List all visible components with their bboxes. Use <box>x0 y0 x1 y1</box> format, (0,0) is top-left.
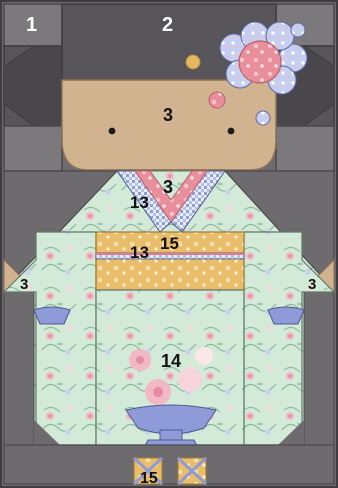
label-feet-15: 15 <box>140 470 158 487</box>
label-sleeve-left-3: 3 <box>20 276 28 293</box>
face-piece <box>62 80 276 170</box>
label-neck-3: 3 <box>163 177 173 197</box>
label-body-14: 14 <box>161 351 181 371</box>
label-obi-15: 15 <box>160 234 179 253</box>
right-sleeve-vase <box>268 307 304 324</box>
right-side-strip <box>276 126 334 171</box>
left-side-strip <box>4 126 62 171</box>
label-collar-13-lower: 13 <box>130 243 149 262</box>
label-sleeve-right-3: 3 <box>308 276 316 293</box>
label-collar-13-upper: 13 <box>130 193 149 212</box>
right-lower-grey-panel <box>304 292 334 445</box>
right-eye <box>228 128 235 135</box>
left-lower-grey-panel <box>4 292 34 445</box>
bottom-strip <box>4 445 334 484</box>
label-piece-1: 1 <box>26 14 37 36</box>
left-sleeve-vase <box>34 307 70 324</box>
left-eye <box>109 128 116 135</box>
obi-pink-stripe <box>96 253 244 255</box>
label-face-3: 3 <box>163 105 173 125</box>
label-piece-2: 2 <box>162 14 173 36</box>
